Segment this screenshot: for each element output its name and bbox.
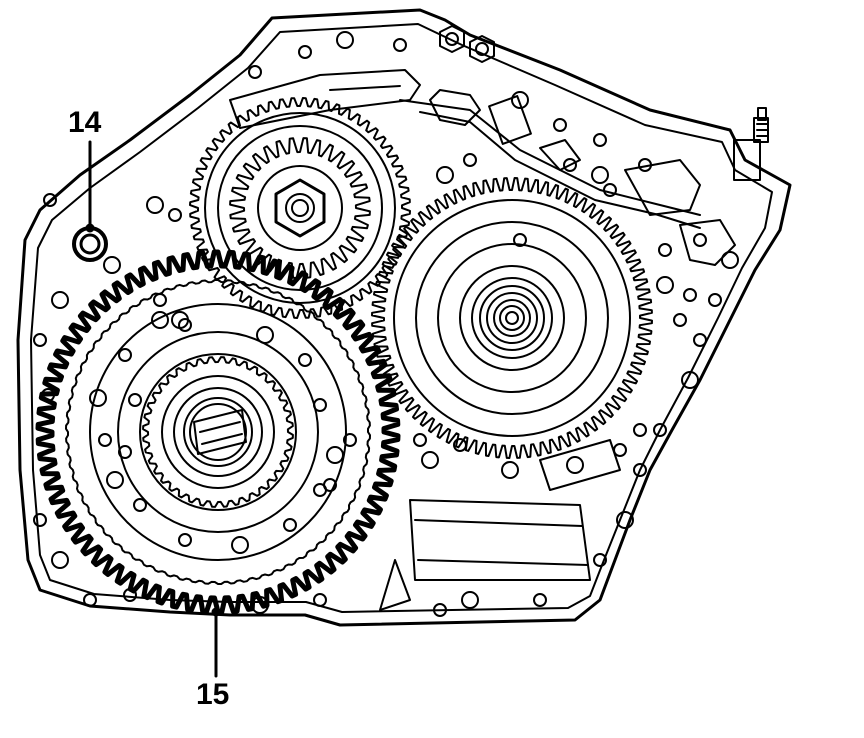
bolt-hole [658,243,672,257]
bolt-hole [683,288,697,302]
bolt-hole [151,311,169,329]
leader-dot-14 [85,223,95,233]
bolt-hole [566,456,584,474]
case-outline [16,8,792,627]
top-outer-gear [189,97,411,319]
bolt-hole [83,593,97,607]
bolt-hole [33,333,47,347]
bolt-hole [591,166,609,184]
bolt-hole [298,45,312,59]
counter-gear-large [371,177,653,459]
bolt-hole [673,313,687,327]
callout-label-14: 14 [68,106,102,139]
seal-ring-14 [72,226,108,262]
bolt-hole [43,193,57,207]
bolt-hole [153,293,167,307]
bolt-hole [708,293,722,307]
bolt-hole [613,443,627,457]
bolt-hole [313,483,327,497]
bolt-hole [231,536,249,554]
top-gear-hub-details [204,112,396,304]
ring-gear-15-inner [65,279,371,585]
bolt-hole [681,371,699,389]
bolt-hole [251,596,269,614]
bolt-hole [563,158,577,172]
bolt-hole [283,518,297,532]
bolt-hole [633,463,647,477]
bolt-hole [51,291,69,309]
case-inner-outline [30,23,773,613]
bolt-hole [513,233,527,247]
top-drive-gear [229,137,371,279]
bolt-hole [123,588,137,602]
lower-gear-hub-details [89,303,347,561]
bolt-hole [603,183,617,197]
leader-dot-15 [211,607,221,617]
bolt-hole [298,353,312,367]
ring-gear-15 [35,249,401,615]
bolt-hole [128,393,142,407]
bolt-hole [553,118,567,132]
bolt-hole [168,208,182,222]
bolt-hole [178,533,192,547]
bolt-hole [133,498,147,512]
bolt-hole [421,451,439,469]
bolt-hole [533,593,547,607]
bolt-hole [413,433,427,447]
bolt-hole [616,511,634,529]
bolt-hole [593,553,607,567]
bolt-hole [511,91,529,109]
right-gear-hub-details [393,199,631,437]
bolt-hole [656,276,674,294]
bolt-hole [103,256,121,274]
bolt-hole [41,388,55,402]
bolt-hole [146,196,164,214]
bolt-hole [313,593,327,607]
bolt-hole [433,603,447,617]
bolt-hole [721,251,739,269]
bolt-hole [463,153,477,167]
bolt-hole [501,461,519,479]
bolt-hole [693,233,707,247]
bolt-hole [393,38,407,52]
bolt-hole [633,423,647,437]
bolt-hole [461,591,479,609]
callout-label-15: 15 [196,678,230,711]
bolt-hole [343,433,357,447]
bearing-ring [142,356,294,508]
stud-bolt [733,107,769,181]
bolt-hole [326,446,344,464]
bolt-hole [638,158,652,172]
bolt-hole [248,65,262,79]
bolt-hole [693,333,707,347]
bolt-hole [336,31,354,49]
bolt-hole [453,438,467,452]
bolt-hole [118,348,132,362]
bolt-hole [51,551,69,569]
bolt-hole [33,513,47,527]
hex-nuts [439,25,495,63]
bolt-hole [98,433,112,447]
bolt-hole [106,471,124,489]
bolt-hole [593,133,607,147]
oil-channel-block [379,439,621,611]
bolt-hole [178,318,192,332]
bolt-hole [653,423,667,437]
bolt-hole [436,166,454,184]
